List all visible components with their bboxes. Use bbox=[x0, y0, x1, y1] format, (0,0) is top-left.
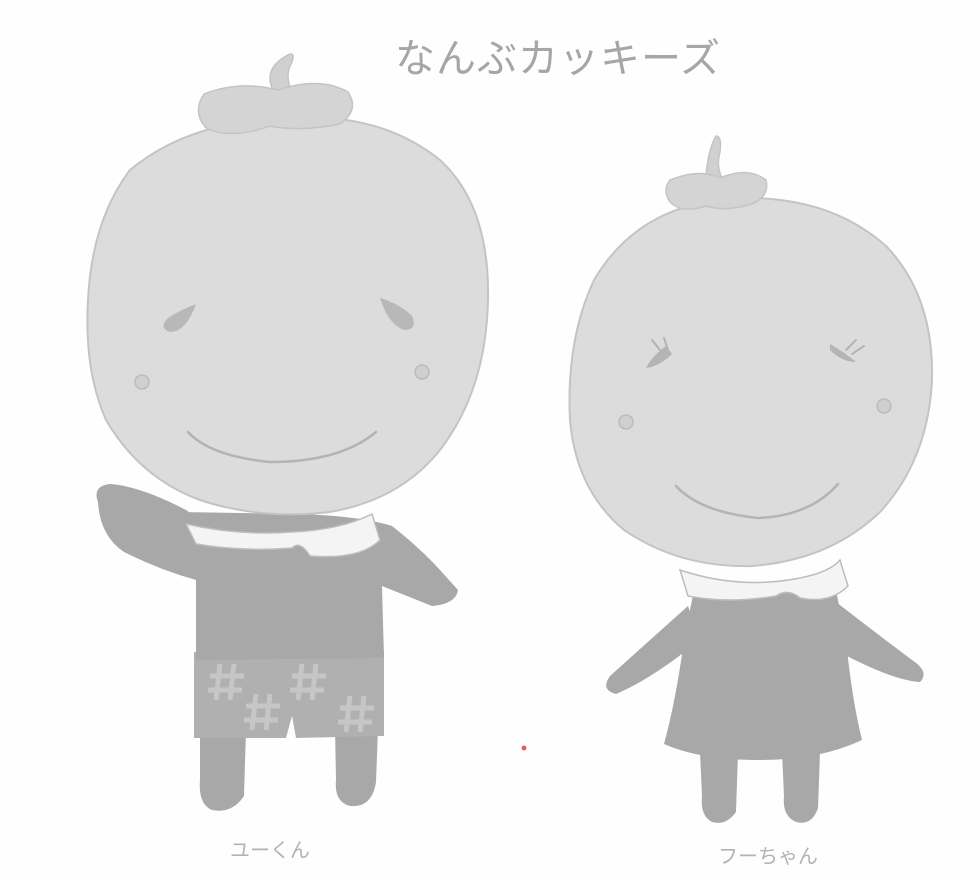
girl-right-eye bbox=[830, 344, 856, 362]
boy-left-arm bbox=[96, 484, 200, 580]
red-dot bbox=[521, 745, 527, 751]
boy-left-leg bbox=[199, 730, 246, 811]
girl-stem bbox=[705, 135, 724, 179]
boy-left-cheek bbox=[134, 374, 150, 390]
girl-dress bbox=[664, 584, 862, 760]
girl-left-leg bbox=[700, 752, 738, 823]
boy-shorts bbox=[194, 650, 384, 738]
caption-girl-name: フーちゃん bbox=[718, 844, 818, 868]
boy-character bbox=[86, 53, 490, 811]
girl-calyx bbox=[665, 171, 768, 210]
girl-left-lashes bbox=[651, 337, 669, 351]
boy-right-leg bbox=[335, 728, 378, 807]
boy-right-cheek bbox=[414, 364, 430, 380]
boy-calyx bbox=[197, 82, 354, 135]
girl-right-lashes bbox=[845, 339, 865, 355]
page-title: なんぶカッキーズ bbox=[395, 36, 721, 82]
boy-right-eye bbox=[380, 298, 414, 330]
girl-right-cheek bbox=[876, 398, 892, 414]
girl-left-eye bbox=[646, 346, 672, 368]
girl-collar bbox=[678, 558, 849, 601]
boy-stem bbox=[269, 53, 294, 93]
girl-head bbox=[568, 196, 934, 568]
boy-smile bbox=[186, 430, 378, 464]
girl-character bbox=[568, 135, 934, 823]
girl-left-cheek bbox=[618, 414, 634, 430]
girl-right-arm bbox=[832, 602, 924, 682]
boy-torso bbox=[150, 512, 458, 660]
boy-shorts-pattern bbox=[208, 663, 374, 733]
girl-left-arm bbox=[606, 606, 700, 694]
girl-smile bbox=[674, 482, 840, 520]
boy-head bbox=[86, 116, 490, 516]
girl-right-leg bbox=[782, 752, 820, 823]
boy-collar bbox=[184, 512, 381, 558]
boy-left-eye bbox=[163, 304, 196, 332]
caption-boy-name: ユーくん bbox=[230, 838, 310, 862]
